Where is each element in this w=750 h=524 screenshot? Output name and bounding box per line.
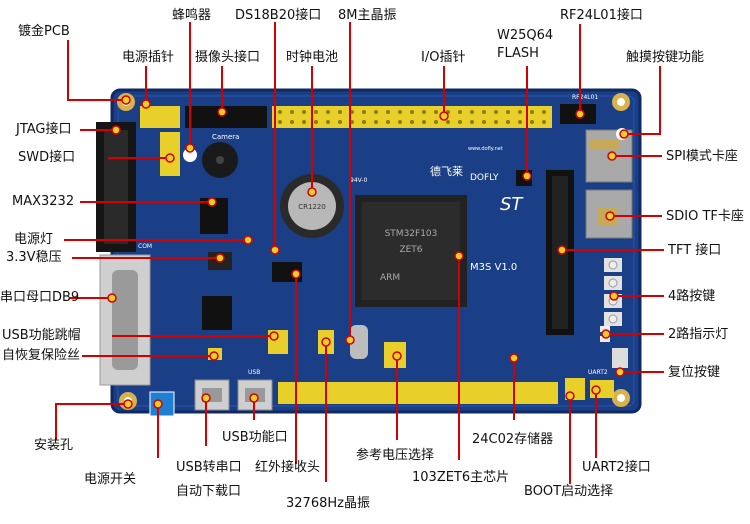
label-max3232: MAX3232: [12, 194, 75, 209]
label-rf24l01: RF24L01接口: [560, 8, 643, 23]
label-keys4: 4路按键: [668, 289, 716, 304]
leader-dots: [107, 95, 629, 409]
brand-en: DOFLY: [470, 173, 499, 183]
label-usb-serial-1: USB转串口: [176, 460, 242, 475]
label-uart2: UART2接口: [582, 460, 651, 475]
bottom-io-header: [278, 382, 558, 404]
website: www.dofly.net: [468, 146, 503, 152]
svg-text:ST: ST: [500, 194, 524, 215]
touch-pad-left: [183, 148, 197, 162]
label-fuse: 自恢复保险丝: [2, 348, 81, 363]
label-regulator: 3.3V稳压: [6, 250, 62, 265]
ul-code: 94V-0: [350, 177, 368, 184]
main-chip: STM32F103 ZET6 ARM: [355, 195, 467, 307]
label-buzzer: 蜂鸣器: [172, 8, 212, 23]
usb-serial-chip: [202, 296, 232, 330]
usb-serial-port: [194, 379, 230, 411]
label-spi-card: SPI模式卡座: [666, 149, 738, 164]
jtag-port: [96, 122, 136, 252]
camera-port: Camera: [185, 106, 267, 141]
label-io-header: I/O插针: [421, 50, 466, 65]
db9-connector: COM: [99, 243, 152, 386]
led-1: [600, 326, 610, 332]
label-usb-serial-2: 自动下载口: [176, 484, 242, 499]
usb-silk: USB: [248, 369, 260, 376]
chip-line-3: ARM: [380, 273, 400, 283]
leader-lines: [55, 22, 664, 484]
reset-key-part: [612, 348, 628, 368]
label-leds2: 2路指示灯: [668, 327, 729, 342]
label-touch-key: 触摸按键功能: [626, 50, 705, 65]
label-camera-port: 摄像头接口: [195, 50, 261, 65]
label-ds18b20: DS18B20接口: [235, 8, 322, 23]
chip-line-1: STM32F103: [385, 229, 438, 239]
label-boot: BOOT启动选择: [524, 484, 614, 499]
led-2: [600, 336, 610, 342]
crystal-8m-part: [350, 325, 368, 359]
label-gold-pcb: 镀金PCB: [18, 24, 70, 39]
label-w25q64-2: FLASH: [497, 46, 539, 61]
uart-silk: UART2: [588, 369, 608, 376]
buzzer: [202, 142, 238, 178]
label-eeprom: 24C02存储器: [472, 432, 554, 447]
label-w25q64-1: W25Q64: [497, 28, 554, 43]
com-silk: COM: [138, 243, 152, 250]
label-reset-key: 复位按键: [668, 365, 721, 380]
label-swd: SWD接口: [18, 150, 76, 165]
label-crystal-8m: 8M主晶振: [338, 8, 397, 23]
label-power-header: 电源插针: [122, 50, 175, 65]
label-db9: 串口母口DB9: [0, 290, 80, 305]
label-vref: 参考电压选择: [356, 448, 435, 463]
label-main-chip: 103ZET6主芯片: [412, 470, 510, 485]
brand-cn: 德飞莱: [430, 164, 463, 178]
chip-line-2: ZET6: [399, 245, 422, 255]
rf-silk: RF24L01: [572, 94, 598, 101]
label-ir-receiver: 红外接收头: [255, 460, 321, 475]
label-usb-port: USB功能口: [222, 430, 288, 445]
label-usb-jumper: USB功能跳帽: [2, 328, 81, 343]
label-crystal-32k: 32768Hz晶振: [286, 496, 370, 511]
battery-silk: CR1220: [298, 203, 326, 211]
label-power-led: 电源灯: [14, 232, 54, 247]
label-clock-battery: 时钟电池: [286, 50, 339, 65]
clock-battery: CR1220: [280, 174, 344, 238]
camera-silk: Camera: [212, 133, 239, 141]
label-mount-hole: 安装孔: [34, 438, 74, 453]
label-jtag: JTAG接口: [16, 122, 72, 137]
brand-silk: 德飞莱 DOFLY www.dofly.net 94V-0 M3S V1.0 S…: [350, 146, 524, 273]
top-io-header: [140, 106, 552, 128]
label-sdio-card: SDIO TF卡座: [666, 209, 744, 224]
label-tft: TFT 接口: [668, 243, 722, 258]
label-power-switch: 电源开关: [84, 472, 137, 487]
model-silk: M3S V1.0: [470, 262, 517, 273]
four-keys: [604, 258, 622, 326]
